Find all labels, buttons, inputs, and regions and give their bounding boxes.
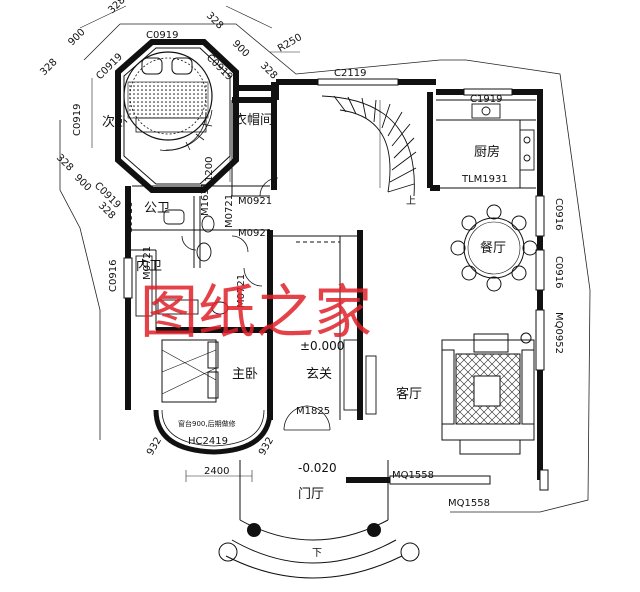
room-label-private-bath: 内卫	[136, 258, 162, 274]
dim-label: 328	[54, 152, 75, 173]
room-label-cloakroom: 衣帽间	[234, 112, 273, 128]
dim-label: 900	[72, 172, 93, 193]
window-label: C1919	[470, 94, 502, 105]
room-label-foyer: 玄关	[306, 367, 332, 382]
room-label-kitchen: 厨房	[474, 144, 500, 160]
room-label-secondary-bedroom: 次卧	[102, 114, 128, 130]
dimension-lines	[79, 5, 300, 482]
dim-label: R250	[276, 32, 304, 55]
window-label: MQ1558	[392, 470, 434, 481]
door-label: M1631	[200, 182, 211, 216]
window-label: TLM1931	[461, 174, 508, 185]
kitchen-counter	[471, 103, 535, 171]
front-porch	[225, 460, 403, 579]
stair-up-label: 上	[406, 195, 416, 207]
bathroom-fixtures	[135, 209, 229, 317]
room-label-public-bath: 公卫	[144, 201, 170, 216]
window-label: HC2419	[188, 436, 228, 447]
porch-columns	[218, 523, 420, 562]
window-label: C0919	[72, 104, 83, 136]
room-label-master-bedroom: 主卧	[232, 367, 258, 382]
round-bed-icon	[123, 51, 213, 141]
sofa-set-icon	[441, 332, 535, 455]
dim-label: 328	[258, 60, 279, 81]
stair-down-label: 下	[312, 548, 322, 559]
window-label: MQ1558	[448, 498, 490, 509]
dim-label: 2400	[204, 466, 229, 477]
door-label: M0721	[224, 194, 235, 228]
master-bed-icon	[161, 339, 219, 403]
curved-staircase	[321, 95, 417, 197]
room-label-living-room: 客厅	[396, 386, 422, 402]
window-label: C0919	[146, 30, 178, 41]
shoe-cabinet	[296, 241, 377, 415]
window-label: MQ0952	[553, 312, 564, 354]
room-label-dining: 餐厅	[480, 240, 506, 256]
window-label: C0916	[553, 198, 564, 230]
dim-label: 900	[66, 27, 87, 48]
bay-window	[153, 409, 273, 455]
spiral-stair-icon	[159, 109, 213, 151]
dim-label: 1200	[204, 157, 215, 182]
window-label: C0916	[108, 260, 119, 292]
dim-label: 900	[230, 38, 251, 59]
window-sill-note: 窗台900,后期做修	[178, 419, 236, 428]
dim-label: 328	[38, 57, 59, 78]
door-label: M0921	[238, 196, 272, 207]
level-mark-main: ±0.000	[300, 339, 344, 353]
window-label: C0916	[553, 256, 564, 288]
window-markers	[123, 78, 549, 491]
dim-label: 328	[204, 10, 225, 31]
door-label: M1825	[296, 406, 330, 417]
dim-label: 932	[145, 435, 164, 457]
watermark: 图纸之家	[140, 278, 372, 346]
dining-table-icon	[450, 204, 538, 292]
room-label-entry-hall: 门厅	[298, 487, 324, 502]
level-mark-entry: -0.020	[298, 461, 337, 475]
door-swings	[181, 177, 331, 431]
door-label: M0721	[236, 274, 247, 308]
door-label: M0721	[142, 246, 153, 280]
window-label: C2119	[334, 68, 366, 79]
window-label: C0916	[124, 202, 135, 234]
door-label: M0921	[238, 228, 272, 239]
eave-outline	[59, 23, 591, 513]
